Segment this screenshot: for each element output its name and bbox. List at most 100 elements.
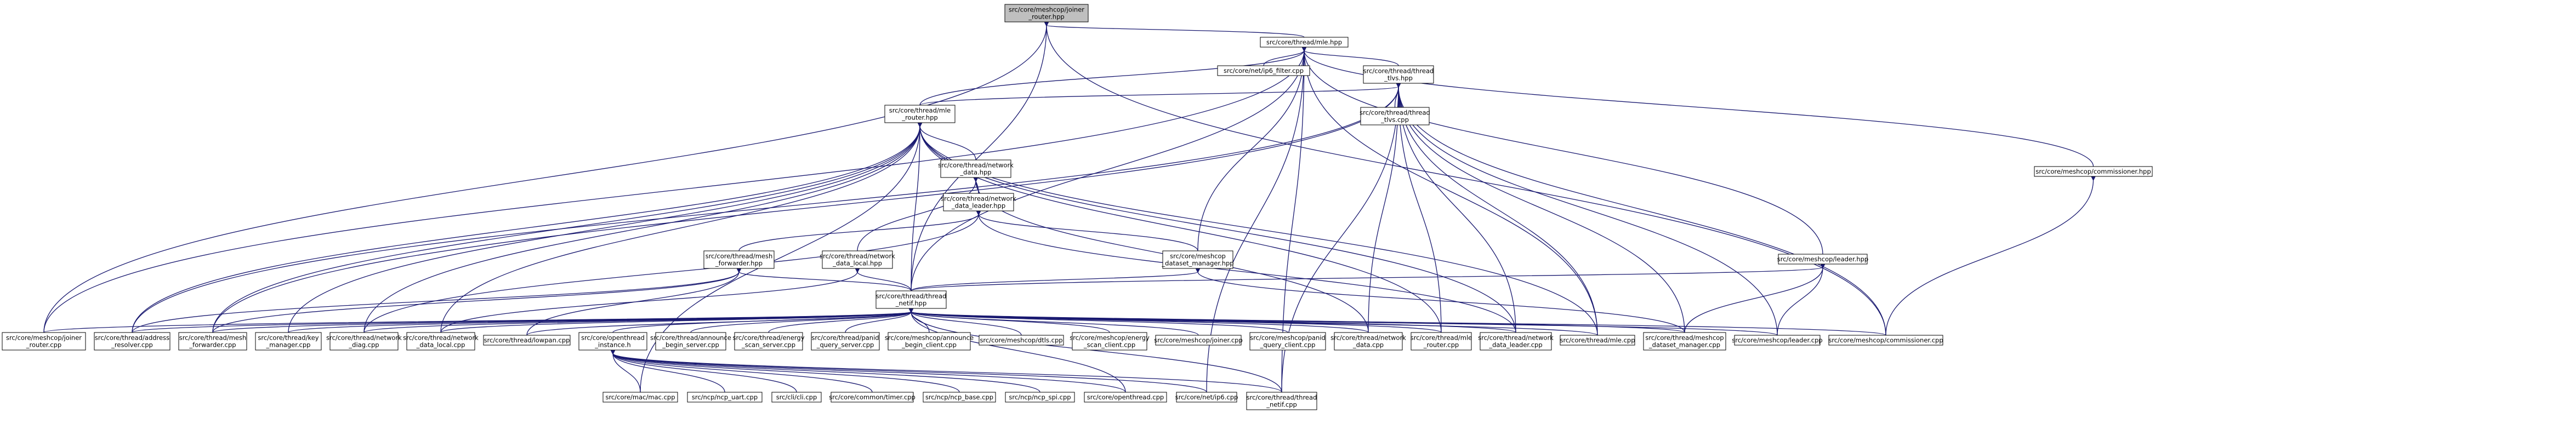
graph-node-network-data-hpp[interactable]: src/core/thread/network_data.hpp	[938, 159, 1014, 178]
graph-node-network-data-leader-hpp[interactable]: src/core/thread/network_data_leader.hpp	[941, 193, 1016, 211]
graph-node-panid-query-server-cpp[interactable]: src/core/thread/panid_query_server.cpp	[811, 332, 880, 351]
graph-node-energy-scan-server-cpp[interactable]: src/core/thread/energy_scan_server.cpp	[732, 332, 805, 351]
graph-node-ip6-cpp[interactable]: src/core/net/ip6.cpp	[1175, 392, 1238, 403]
graph-node-thread-netif-cpp[interactable]: src/core/thread/thread_netif.cpp	[1246, 392, 1317, 410]
graph-node-dtls-cpp[interactable]: src/core/meshcop/dtls.cpp	[979, 335, 1064, 346]
dependency-edge	[1885, 180, 2094, 336]
node-box	[1072, 332, 1147, 351]
graph-node-ip6-filter-cpp[interactable]: src/core/net/ip6_filter.cpp	[1217, 65, 1310, 76]
node-label: src/core/meshcop/leader.cpp	[1732, 336, 1822, 344]
dependency-edge	[1398, 87, 1598, 336]
node-label: src/core/meshcop/energy	[1070, 334, 1150, 342]
graph-node-mesh-forwarder-cpp[interactable]: src/core/thread/mesh_forwarder.cpp	[178, 332, 247, 351]
graph-node-thread-tlvs-cpp[interactable]: src/core/thread/thread_tlvs.cpp	[1360, 107, 1430, 125]
graph-node-network-diag-cpp[interactable]: src/core/thread/network_diag.cpp	[326, 332, 402, 351]
node-label: _router.cpp	[1423, 341, 1459, 349]
dependency-edge	[1263, 50, 1304, 66]
graph-node-announce-begin-server-cpp[interactable]: src/core/thread/announce_begin_server.cp…	[650, 332, 731, 351]
node-label: src/core/net/ip6.cpp	[1175, 393, 1238, 401]
node-box	[1246, 392, 1317, 410]
graph-node-ncp-uart-cpp[interactable]: src/ncp/ncp_uart.cpp	[687, 392, 763, 403]
graph-node-dataset-manager-cpp[interactable]: src/core/thread/meshcop_dataset_manager.…	[1643, 332, 1726, 351]
graph-node-timer-cpp[interactable]: src/core/common/timer.cpp	[829, 392, 915, 403]
node-label: src/core/thread/lowpan.cpp	[484, 336, 570, 344]
dependency-edge	[911, 272, 1198, 291]
graph-node-panid-query-client-cpp[interactable]: src/core/meshcop/panid_query_client.cpp	[1249, 332, 1326, 351]
graph-node-mle-router-hpp[interactable]: src/core/thread/mle_router.hpp	[884, 105, 956, 123]
graph-node-ncp-base-cpp[interactable]: src/ncp/ncp_base.cpp	[923, 392, 996, 403]
node-box	[655, 332, 726, 351]
graph-node-mac-cpp[interactable]: src/core/mac/mac.cpp	[602, 392, 678, 403]
node-label: src/core/openthread.cpp	[1087, 393, 1164, 401]
graph-node-leader-cpp[interactable]: src/core/meshcop/leader.cpp	[1732, 335, 1823, 346]
graph-node-address-resolver-cpp[interactable]: src/core/thread/address_resolver.cpp	[94, 332, 170, 351]
node-box	[703, 250, 775, 269]
node-label: _dataset_manager.hpp	[1161, 260, 1233, 267]
node-label: src/core/thread/announce	[650, 334, 731, 342]
dependency-edge	[1047, 25, 1305, 38]
graph-node-thread-tlvs-hpp[interactable]: src/core/thread/thread_tlvs.hpp	[1363, 65, 1434, 84]
node-label: src/core/thread/network	[820, 253, 895, 260]
graph-node-commissioner-cpp[interactable]: src/core/meshcop/commissioner.cpp	[1828, 335, 1943, 346]
node-box	[940, 159, 1011, 178]
node-box	[1334, 332, 1403, 351]
node-label: src/core/meshcop/leader.hpp	[1777, 255, 1868, 263]
graph-node-key-manager-cpp[interactable]: src/core/thread/key_manager.cpp	[255, 332, 322, 351]
dependency-edge	[979, 214, 1198, 251]
graph-node-openthread-instance-h[interactable]: src/core/openthread_instance.h	[578, 332, 647, 351]
graph-node-leader-hpp[interactable]: src/core/meshcop/leader.hpp	[1777, 254, 1868, 265]
graph-node-joiner-router-cpp[interactable]: src/core/meshcop/joiner_router.cpp	[2, 332, 86, 351]
graph-node-joiner-router-hpp: src/core/meshcop/joiner_router.hpp	[1004, 4, 1089, 22]
dependency-edge	[911, 312, 1282, 393]
node-box	[2, 332, 86, 351]
node-box	[1411, 332, 1472, 351]
node-label: src/core/thread/meshcop	[1645, 334, 1724, 342]
node-box	[1155, 335, 1242, 346]
graph-node-mle-cpp[interactable]: src/core/thread/mle.cpp	[1560, 335, 1635, 346]
graph-node-lowpan-cpp[interactable]: src/core/thread/lowpan.cpp	[483, 335, 571, 346]
graph-node-mle-hpp[interactable]: src/core/thread/mle.hpp	[1260, 37, 1349, 48]
dependency-edge	[612, 312, 911, 333]
dependency-edge	[440, 272, 857, 333]
node-label: src/core/openthread	[581, 334, 645, 342]
node-label: _dataset_manager.cpp	[1648, 341, 1720, 349]
graph-node-openthread-cpp[interactable]: src/core/openthread.cpp	[1084, 392, 1167, 403]
node-label: src/core/meshcop/joiner.cpp	[1154, 336, 1243, 344]
graph-node-joiner-cpp[interactable]: src/core/meshcop/joiner.cpp	[1154, 335, 1243, 346]
graph-node-ncp-spi-cpp[interactable]: src/ncp/ncp_spi.cpp	[1005, 392, 1075, 403]
node-label: _forwarder.hpp	[715, 260, 763, 267]
graph-node-mle-router-cpp[interactable]: src/core/thread/mle_router.cpp	[1411, 332, 1472, 351]
node-box	[1249, 332, 1326, 351]
node-box	[1260, 37, 1349, 48]
graph-node-dataset-manager-hpp[interactable]: src/core/meshcop_dataset_manager.hpp	[1161, 250, 1234, 269]
graph-node-network-data-leader-cpp[interactable]: src/core/thread/network_data_leader.cpp	[1478, 332, 1554, 351]
graph-node-thread-netif-hpp[interactable]: src/core/thread/thread_netif.hpp	[875, 290, 947, 309]
graph-node-network-data-local-cpp[interactable]: src/core/thread/network_data_local.cpp	[403, 332, 479, 351]
graph-node-network-data-cpp[interactable]: src/core/thread/network_data.cpp	[1330, 332, 1406, 351]
node-label: src/ncp/ncp_base.cpp	[925, 393, 993, 401]
node-label: _data_local.hpp	[832, 260, 882, 267]
graph-node-announce-begin-client-cpp[interactable]: src/core/meshcop/announce_begin_client.c…	[885, 332, 974, 351]
graph-node-mesh-forwarder-hpp[interactable]: src/core/thread/mesh_forwarder.hpp	[703, 250, 775, 269]
node-box	[255, 332, 322, 351]
dependency-edge	[613, 353, 1040, 393]
dependency-edge	[911, 312, 1598, 336]
node-label: src/core/meshcop/dtls.cpp	[980, 336, 1062, 344]
graph-node-commissioner-hpp[interactable]: src/core/meshcop/commissioner.hpp	[2034, 166, 2153, 177]
graph-node-cli-cpp[interactable]: src/cli/cli.cpp	[771, 392, 822, 403]
graph-node-network-data-local-hpp[interactable]: src/core/thread/network_data_local.hpp	[820, 250, 895, 269]
node-label: _data.cpp	[1352, 341, 1384, 349]
dependency-edge	[1398, 87, 1442, 333]
dependency-edge	[920, 126, 1442, 333]
node-label: src/core/thread/thread	[1363, 67, 1434, 75]
dependency-edge	[739, 272, 912, 291]
node-box	[1643, 332, 1726, 351]
node-label: _router.cpp	[26, 341, 61, 349]
node-box	[602, 392, 678, 403]
dependency-edge	[1206, 50, 1304, 393]
node-label: src/core/common/timer.cpp	[829, 393, 915, 401]
dependency-edge	[857, 272, 912, 291]
dependency-edge	[1281, 50, 1304, 393]
node-label: _scan_client.cpp	[1083, 341, 1135, 349]
graph-node-energy-scan-client-cpp[interactable]: src/core/meshcop/energy_scan_client.cpp	[1070, 332, 1150, 351]
